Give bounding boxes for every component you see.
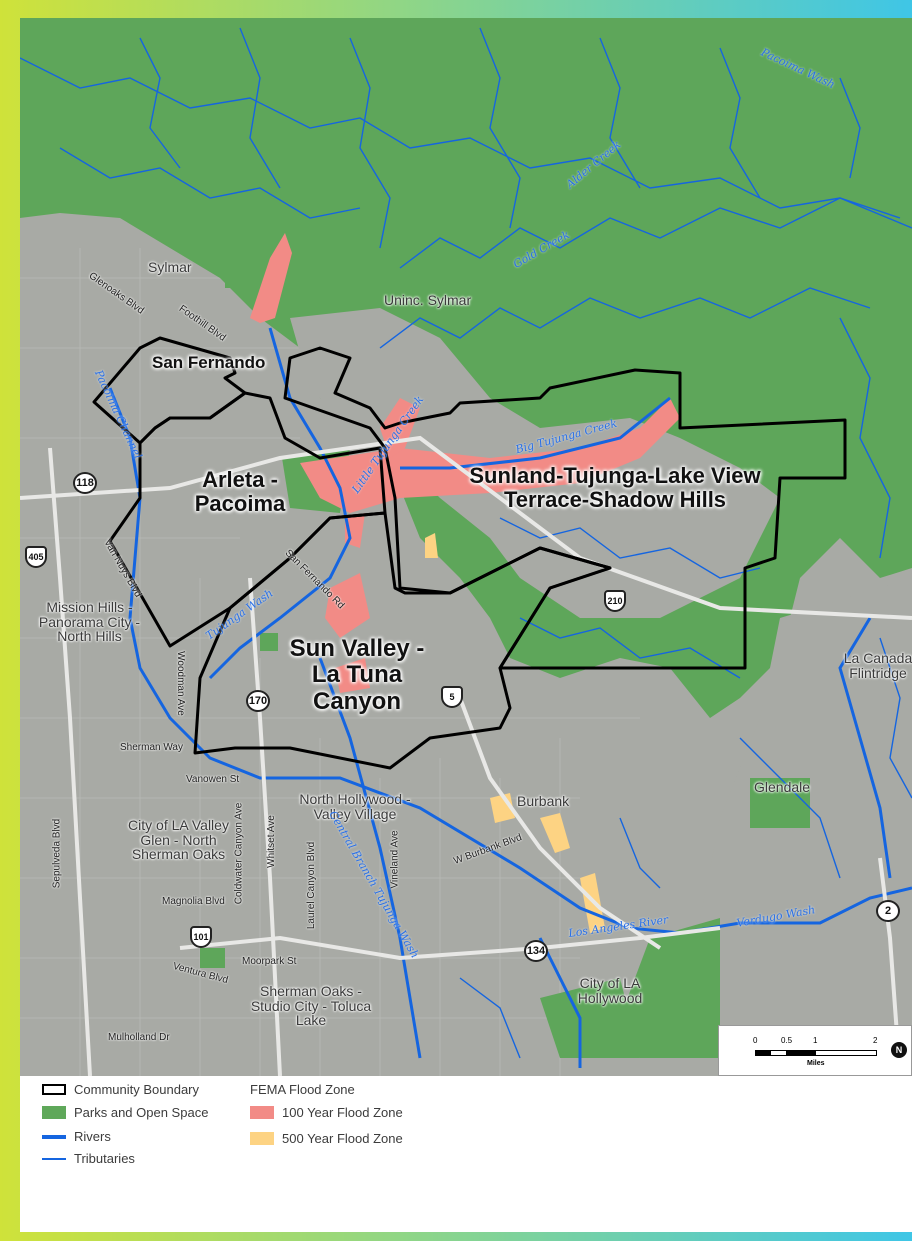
place-label: Burbank xyxy=(517,793,570,809)
scale-segment xyxy=(816,1051,876,1055)
highway-shield-118: 118 xyxy=(73,472,97,494)
road-label: Mulholland Dr xyxy=(108,1032,170,1043)
community-label-sun-valley: Sun Valley - La Tuna Canyon xyxy=(289,635,425,715)
us-shield-101: 101 xyxy=(190,926,212,948)
tributary-swatch xyxy=(42,1157,66,1160)
road-label: Laurel Canyon Blvd xyxy=(306,841,318,930)
place-label: Glendale xyxy=(754,779,811,795)
road-label: Magnolia Blvd xyxy=(162,896,225,907)
park-patch xyxy=(225,258,250,288)
highway-shield-134: 134 xyxy=(524,940,548,962)
road-label: Sepulveda Blvd xyxy=(51,818,63,889)
flood-zone-500-burbank-b xyxy=(540,813,570,853)
scale-tick: 0.5 xyxy=(781,1036,793,1045)
boundary-swatch xyxy=(42,1084,66,1095)
flood-zone-100-sylmar xyxy=(250,233,292,323)
interstate-shield-405: 405 xyxy=(25,546,47,568)
place-label: City of LA Hollywood xyxy=(577,975,643,1006)
scale-bar: 0 0.5 1 2 Miles N xyxy=(718,1025,912,1076)
place-label: North Hollywood - Valley Village xyxy=(299,791,411,822)
community-label-arleta-pacoima: Arleta - Pacoima xyxy=(194,467,286,517)
park-patch xyxy=(200,948,225,968)
tributaries xyxy=(20,27,912,1059)
road-label: Woodman Ave xyxy=(174,651,186,716)
flood500-swatch xyxy=(250,1132,274,1145)
map-panel[interactable]: San Fernando Arleta - Pacoima Sunland-Tu… xyxy=(20,18,912,1076)
community-label-sunland: Sunland-Tujunga-Lake View Terrace-Shadow… xyxy=(469,463,761,513)
place-label: City of LA Valley Glen - North Sherman O… xyxy=(128,817,229,863)
legend-label: 100 Year Flood Zone xyxy=(282,1105,403,1120)
highway-shield-2: 2 xyxy=(876,900,900,922)
place-label: Sherman Oaks - Studio City - Toluca Lake xyxy=(250,983,372,1029)
legend-parks: Parks and Open Space xyxy=(42,1105,208,1120)
flood-zone-100-sunvalley-south xyxy=(335,658,370,693)
legend-fema-title: FEMA Flood Zone xyxy=(250,1082,355,1097)
flood-zone-100-sun-valley xyxy=(325,573,370,638)
place-label: Uninc. Sylmar xyxy=(384,292,472,308)
river-swatch xyxy=(42,1134,66,1139)
legend-flood-500: 500 Year Flood Zone xyxy=(250,1131,403,1146)
community-boundaries xyxy=(92,336,847,770)
flood-zone-500-burbank xyxy=(490,793,515,823)
burbank-hills-park xyxy=(540,978,640,1058)
legend-label: Tributaries xyxy=(74,1151,135,1166)
road-label: Whitset Ave xyxy=(265,815,277,868)
park-patch xyxy=(260,633,278,651)
legend-label: Parks and Open Space xyxy=(74,1105,209,1120)
scale-segment xyxy=(771,1051,786,1055)
scale-segment xyxy=(786,1051,816,1055)
road-label: Coldwater Canyon Ave xyxy=(233,802,245,905)
legend-label: Rivers xyxy=(74,1129,111,1144)
legend-label: Community Boundary xyxy=(74,1082,199,1097)
flood-zone-500-lt xyxy=(425,533,438,558)
scale-tick: 1 xyxy=(813,1036,818,1045)
flood-zone-100-big-tujunga xyxy=(300,398,680,513)
map-canvas xyxy=(20,18,912,1076)
boundary-sun-valley xyxy=(193,511,612,770)
scale-tick: 0 xyxy=(753,1036,758,1045)
park-swatch xyxy=(42,1106,66,1119)
highway-shield-170: 170 xyxy=(246,690,270,712)
road-label: Vineland Ave xyxy=(389,830,401,889)
flood100-swatch xyxy=(250,1106,274,1119)
road-label: Vanowen St xyxy=(186,774,240,785)
legend-community-boundary: Community Boundary xyxy=(42,1082,199,1097)
park-patch xyxy=(750,778,810,828)
interstate-shield-5: 5 xyxy=(441,686,463,708)
griffith-park xyxy=(620,918,720,1058)
legend-rivers: Rivers xyxy=(42,1129,111,1144)
scale-unit: Miles xyxy=(807,1060,825,1067)
legend-label: FEMA Flood Zone xyxy=(250,1082,355,1097)
road-label: Sherman Way xyxy=(120,742,183,753)
community-label-san-fernando: San Fernando xyxy=(152,353,266,372)
place-label: La Canada Flintridge xyxy=(843,650,912,681)
scale-tick: 2 xyxy=(873,1036,878,1045)
legend: Community Boundary Parks and Open Space … xyxy=(20,1076,912,1232)
road-label: Moorpark St xyxy=(242,956,297,967)
freeways xyxy=(20,435,912,1076)
legend-tributaries: Tributaries xyxy=(42,1151,135,1166)
scale-bar-track xyxy=(755,1050,877,1056)
interstate-shield-210: 210 xyxy=(604,590,626,612)
north-arrow-icon: N xyxy=(891,1042,907,1058)
boundary-arleta-pacoima xyxy=(108,391,387,648)
place-label: Mission Hills - Panorama City - North Hi… xyxy=(38,599,141,645)
legend-label: 500 Year Flood Zone xyxy=(282,1131,403,1146)
legend-flood-100: 100 Year Flood Zone xyxy=(250,1105,403,1120)
scale-segment xyxy=(756,1051,771,1055)
place-label: Sylmar xyxy=(148,259,192,275)
